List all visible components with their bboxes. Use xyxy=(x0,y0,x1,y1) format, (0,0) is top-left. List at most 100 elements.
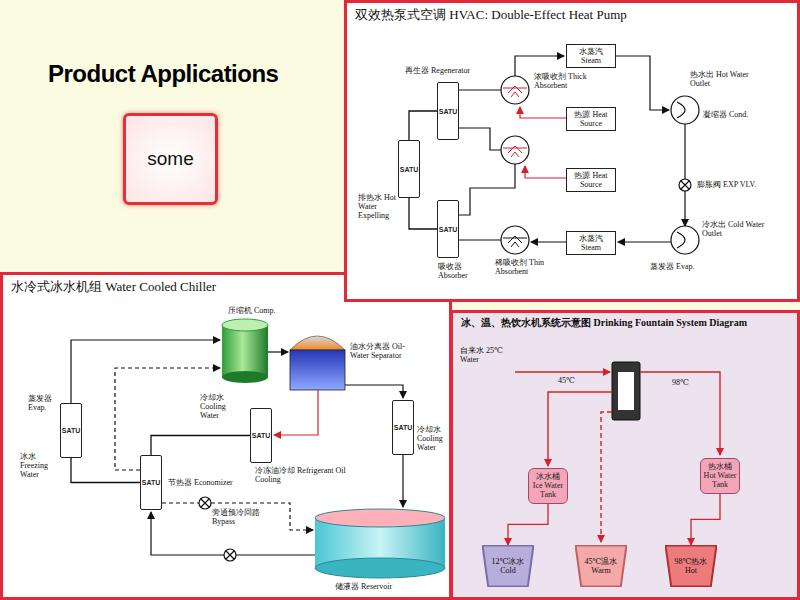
part-label: 45℃ xyxy=(558,376,575,385)
node-text: some xyxy=(147,148,193,170)
valve-cross xyxy=(226,551,234,559)
plate-heat-exchanger: SATU xyxy=(437,200,459,258)
warm-pipe xyxy=(601,412,612,542)
plate-heat-exchanger: SATU xyxy=(60,403,82,458)
part-label: 油水分离器 Oil-Water Separator xyxy=(350,342,405,360)
valve-cross xyxy=(201,499,209,507)
plate-heat-exchanger: SATU xyxy=(392,400,414,455)
source-box: 热源 Heat Source xyxy=(566,107,616,131)
water-tank: 冰水桶 Ice Water Tank xyxy=(528,468,568,504)
plate-heat-exchanger: SATU xyxy=(398,140,420,198)
panel-fill xyxy=(344,0,800,302)
cold-pipe xyxy=(548,392,612,466)
pipe xyxy=(71,340,220,403)
node-text: 45℃温水 Warm xyxy=(583,557,619,575)
node-text: SATU xyxy=(400,166,419,173)
oil-pipe xyxy=(274,390,318,435)
part-label: 节热器 Economizer xyxy=(168,478,233,487)
node-text: SATU xyxy=(439,108,458,115)
part-label: 自来水 25℃ Water xyxy=(460,346,512,364)
sprayer xyxy=(501,226,529,254)
expansion-valve xyxy=(679,179,691,191)
part-label: 浓吸收剂 Thick Absorbent xyxy=(534,72,604,90)
compressor xyxy=(222,371,268,383)
pipe xyxy=(684,191,685,226)
separator-dome xyxy=(290,336,345,350)
reservoir xyxy=(315,509,445,527)
part-label: 吸收器 Absorber xyxy=(438,262,478,280)
pipe xyxy=(268,351,288,352)
compressor xyxy=(222,325,268,377)
highlight-box: some xyxy=(123,113,218,205)
part-label: 膨胀阀 EXP VLV. xyxy=(697,180,756,189)
node-text: SATU xyxy=(439,226,458,233)
part-label: 冷水出 Cold Water Outlet xyxy=(702,220,782,238)
cup-shape xyxy=(576,545,627,586)
node-text: 热源 Heat Source xyxy=(569,110,613,128)
valve xyxy=(224,549,236,561)
coil xyxy=(677,232,685,248)
bypass-pipe xyxy=(211,503,313,530)
application-panel: 双效热泵式空调 HVAC: Double-Effect Heat PumpSAT… xyxy=(344,0,800,302)
plate-exchanger xyxy=(612,362,640,420)
pipe-connector xyxy=(71,458,140,483)
part-label: 冷却水 Cooling Water xyxy=(417,425,449,453)
pipe xyxy=(520,107,566,118)
part-label: 凝缩器 Cond. xyxy=(703,110,748,119)
fountain-parts xyxy=(515,362,720,542)
pipe xyxy=(618,241,671,242)
hvac-pipes xyxy=(459,56,685,242)
panel-title: 冰、温、热饮水机系统示意图 Drinking Fountain System D… xyxy=(461,317,791,329)
node-text: SATU xyxy=(62,427,81,434)
water-cup: 12℃冰水 Cold xyxy=(482,545,534,587)
evaporator xyxy=(671,226,699,254)
node-text: 12℃冰水 Cold xyxy=(490,557,526,575)
plate-heat-exchanger: SATU xyxy=(250,408,272,463)
node-text: 水蒸汽 Steam xyxy=(569,47,613,65)
water-cup: 45℃温水 Warm xyxy=(575,545,627,587)
pipe xyxy=(459,239,501,240)
node-text: 冰水桶 Ice Water Tank xyxy=(531,472,565,500)
water-tank: 热水桶 Hot Water Tank xyxy=(700,458,740,494)
part-label: 旁通预冷回路 Bypass xyxy=(212,508,272,526)
water-pipe xyxy=(515,371,610,372)
hot-pipe xyxy=(640,372,720,455)
pipe-connector xyxy=(409,198,437,229)
part-label: 冷却水 Cooling Water xyxy=(200,393,240,421)
pipe xyxy=(459,89,501,90)
panel-fill xyxy=(450,310,800,600)
sprayers xyxy=(501,76,529,254)
oil-water-separator xyxy=(290,350,345,390)
part-label: 热水出 Hot Water Outlet xyxy=(690,70,770,88)
panel-fill xyxy=(0,272,452,600)
application-panel: 水冷式冰水机组 Water Cooled ChillerSATU SATU SATU… xyxy=(0,272,452,600)
node-text: 98℃热水 Hot xyxy=(673,557,709,575)
reservoir xyxy=(315,558,445,578)
plate-exchanger xyxy=(618,372,634,410)
chiller-valves xyxy=(199,497,236,561)
spray xyxy=(503,146,527,157)
plate-heat-exchanger: SATU xyxy=(140,455,162,510)
pipe-connector xyxy=(691,494,720,545)
pipe xyxy=(459,128,501,150)
part-label: 冷冻油冷却 Refrigerant Oil Cooling xyxy=(255,466,350,484)
part-label: 冰水 Freezing Water xyxy=(20,452,60,480)
condenser-evaporator xyxy=(671,96,699,254)
source-box: 热源 Heat Source xyxy=(566,168,616,192)
node-text: 热源 Heat Source xyxy=(569,171,613,189)
sprayer xyxy=(501,136,529,164)
coil xyxy=(677,102,685,118)
cup-shape xyxy=(483,545,534,586)
pipe xyxy=(684,124,685,179)
spray xyxy=(503,86,527,97)
valve-cross xyxy=(681,181,689,189)
pipe-connector xyxy=(151,436,250,456)
node-text: SATU xyxy=(252,432,271,439)
panel-title: 水冷式冰水机组 Water Cooled Chiller xyxy=(11,279,443,295)
node-text: 热水桶 Hot Water Tank xyxy=(703,462,737,490)
condenser xyxy=(671,96,699,124)
part-label: 再生器 Regenerator xyxy=(405,66,470,75)
